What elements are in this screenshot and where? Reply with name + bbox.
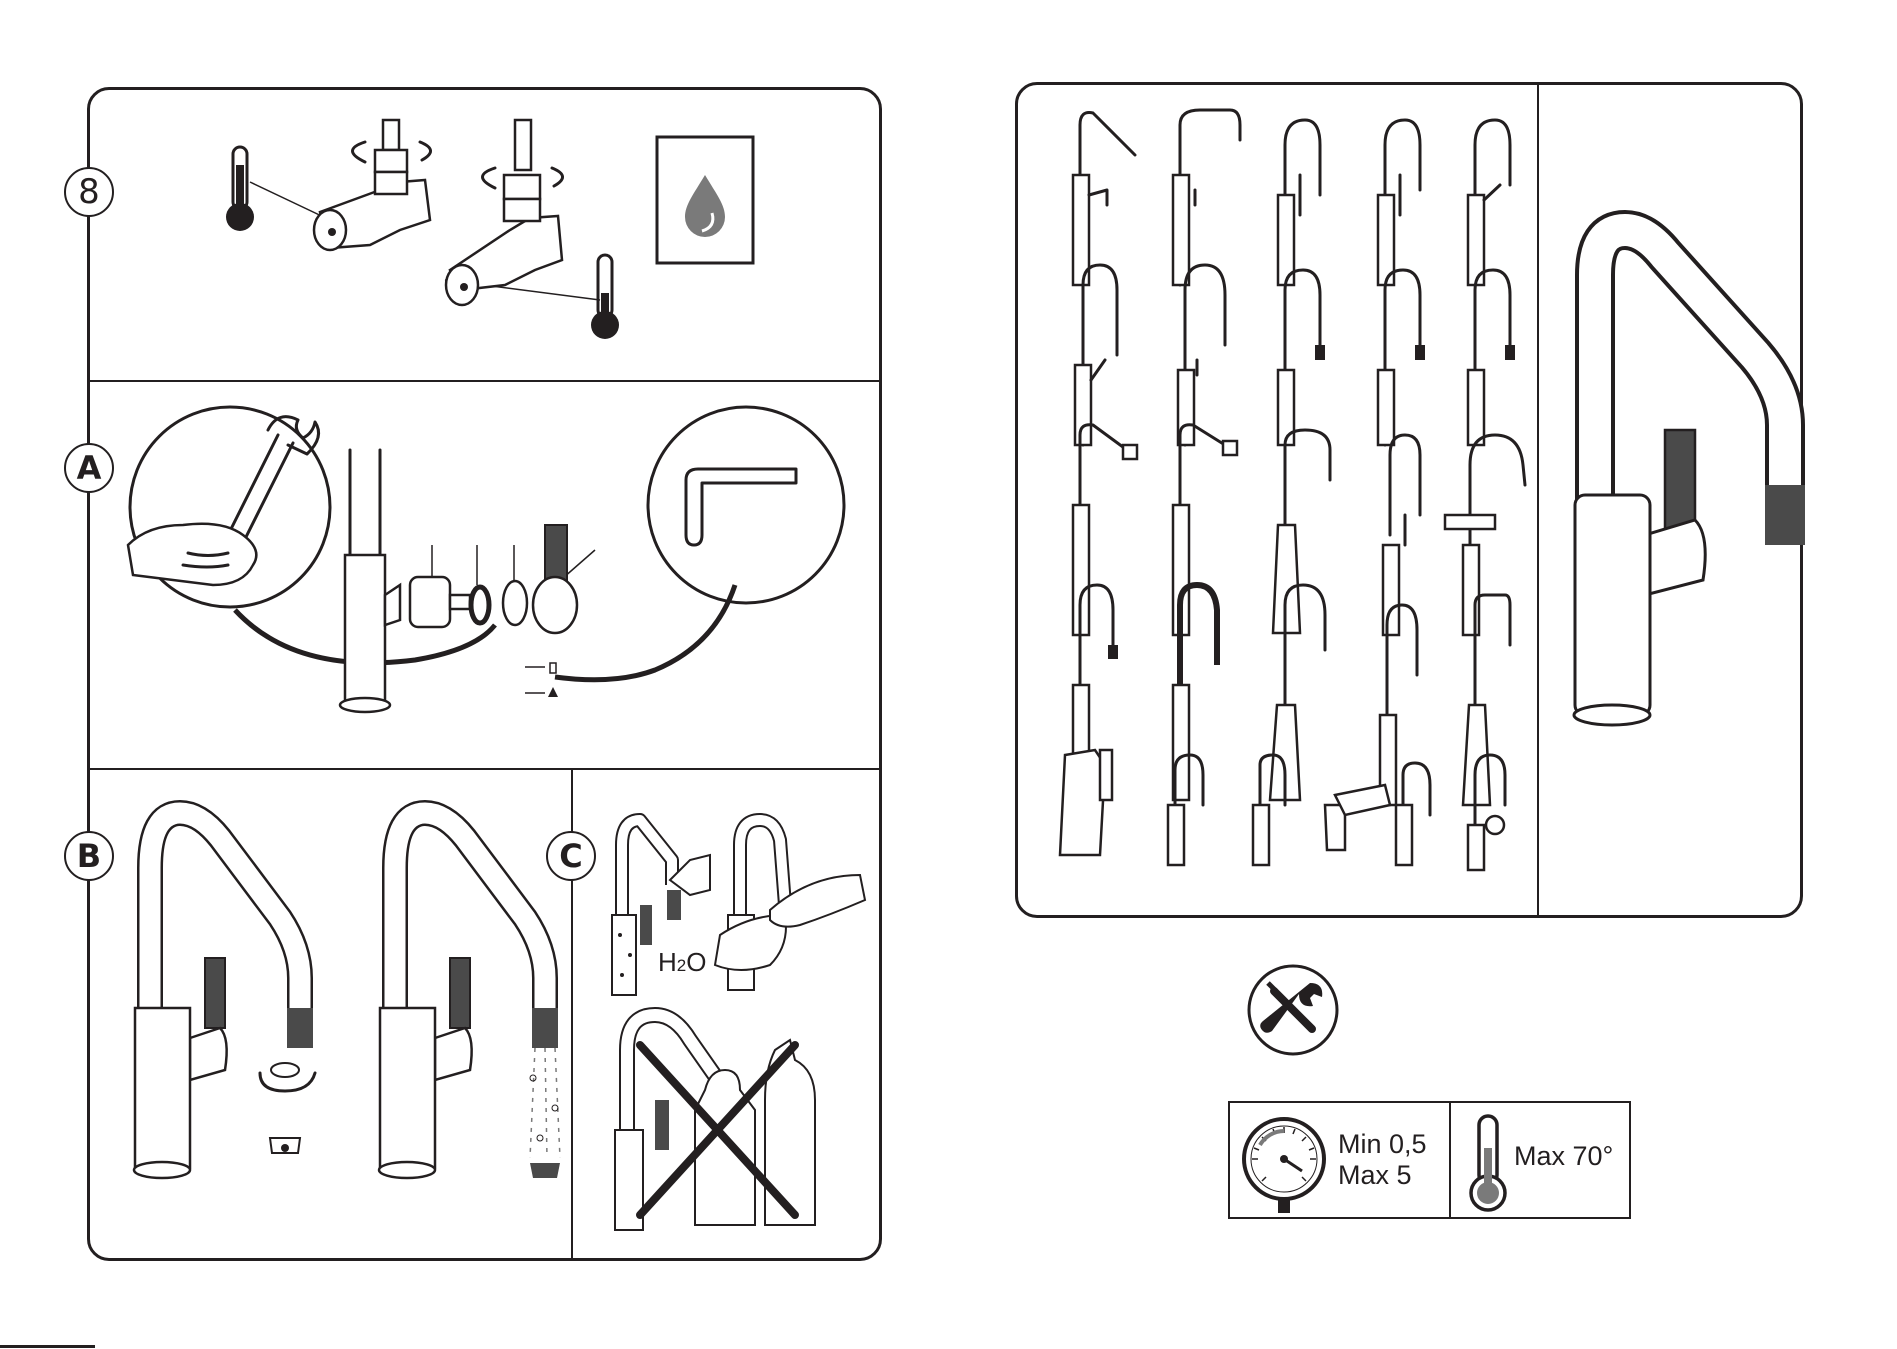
stepB-faucet-water-flow [375,808,575,1193]
pressure-max-label: Max 5 [1338,1160,1427,1191]
faucet-model-5-5 [1396,763,1430,865]
step8-water-drop-icon [655,135,755,265]
faucet-model-5-4 [1325,785,1390,850]
spec-separator [1449,1103,1451,1217]
divider-stepA-stepB [88,768,880,770]
faucet-model-2-3 [1278,270,1325,445]
step8-angle-valves-illustration [250,120,590,320]
operating-specs-box: Min 0,5 Max 5 Max 70° [1228,1101,1631,1219]
faucet-model-4-2 [1173,585,1217,800]
screwdriver-wrench-icon [1246,963,1340,1057]
pressure-min-label: Min 0,5 [1338,1129,1427,1160]
faucet-model-1-4 [1378,120,1420,285]
stepA-disassembly-illustration [235,445,695,715]
featured-faucet-illustration [1545,215,1800,735]
stepC-cleaning-illustration [610,815,875,995]
water-formula: H2O [658,947,706,978]
faucet-models-divider [1537,83,1539,917]
water-formula-o: O [686,947,706,977]
faucet-model-2-5 [1468,270,1515,445]
pressure-range: Min 0,5 Max 5 [1338,1129,1427,1191]
stepB-faucet-aerator-removal [130,808,330,1193]
pressure-gauge-icon [1240,1115,1330,1215]
thermometer-icon [1466,1113,1510,1213]
faucet-model-2-1 [1075,265,1117,445]
step8-thermometer-cold-icon [587,253,623,343]
water-formula-h: H [658,947,677,977]
faucet-model-1-2 [1173,110,1240,285]
step-b-badge: B [64,831,114,881]
faucet-model-1-3 [1278,120,1320,285]
faucet-models-grid [1045,105,1535,885]
temperature-max-label: Max 70° [1514,1141,1613,1172]
faucet-model-2-2 [1178,265,1225,445]
step-a-label: A [77,449,102,487]
faucet-model-3-5 [1445,435,1525,635]
faucet-model-1-5 [1468,120,1510,285]
step-8-label: 8 [78,172,100,212]
divider-step8-stepA [88,380,880,382]
faucet-model-3-1 [1073,425,1137,635]
step-8-badge: 8 [64,167,114,217]
faucet-model-2-4 [1378,270,1425,445]
faucet-model-3-3 [1273,430,1330,633]
stepC-no-detergents-illustration [615,1010,835,1235]
faucet-model-1-1 [1073,113,1135,286]
page-footer-rule [0,1345,95,1348]
water-formula-subscript: 2 [677,956,686,975]
stepA-wrench-icon [230,420,231,421]
step-b-label: B [77,837,101,875]
faucet-model-5-1 [1060,750,1112,855]
step-a-badge: A [64,443,114,493]
